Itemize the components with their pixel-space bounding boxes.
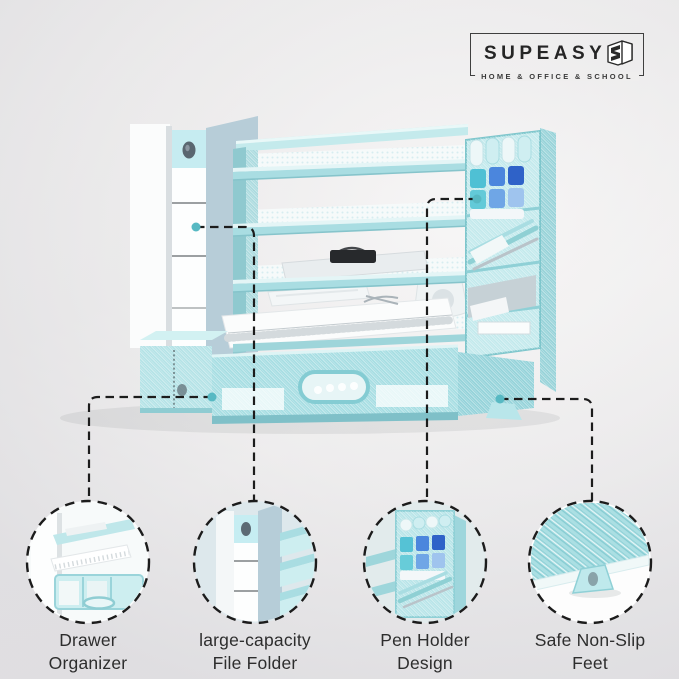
brand-name: SUPEASY (484, 43, 607, 64)
brand-logo: SUPEASY HOME & OFFICE & SCHOOL (470, 33, 644, 81)
feature-callout-pen-holder (358, 495, 492, 629)
label-drawer-organizer: Drawer Organizer (0, 629, 176, 675)
round-markers (469, 135, 532, 167)
supeasy-logo-icon (601, 37, 637, 76)
square-markers (470, 166, 524, 219)
feet-closeup (530, 503, 650, 621)
pen-holder-section (465, 128, 556, 392)
feature-callout-file-folder (188, 495, 322, 629)
label-line: File Folder (212, 653, 298, 674)
brand-tagline: HOME & OFFICE & SCHOOL (475, 72, 639, 81)
clipboard (281, 246, 429, 282)
mini-square-caps (400, 535, 445, 580)
label-line: Safe Non-Slip (534, 630, 646, 650)
mini-round-caps (399, 514, 452, 532)
diagonal-pens (467, 219, 539, 271)
label-line: Feet (572, 653, 608, 674)
feature-callout-drawer (21, 495, 155, 629)
product-image (60, 116, 560, 434)
label-file-folder: large-capacity File Folder (167, 629, 343, 675)
file-folder-closeup (196, 503, 315, 622)
label-line: Pen Holder (380, 630, 470, 650)
label-line: Drawer (59, 630, 117, 650)
feature-callout-feet (523, 495, 657, 629)
label-pen-holder: Pen Holder Design (337, 629, 513, 675)
pen-holder-closeup (366, 503, 484, 621)
paper-trays (232, 159, 471, 352)
label-non-slip-feet: Safe Non-Slip Feet (502, 629, 678, 675)
drawer-closeup (29, 503, 147, 621)
label-line: large-capacity (199, 630, 311, 650)
label-line: Organizer (48, 653, 128, 674)
label-line: Design (397, 653, 453, 674)
